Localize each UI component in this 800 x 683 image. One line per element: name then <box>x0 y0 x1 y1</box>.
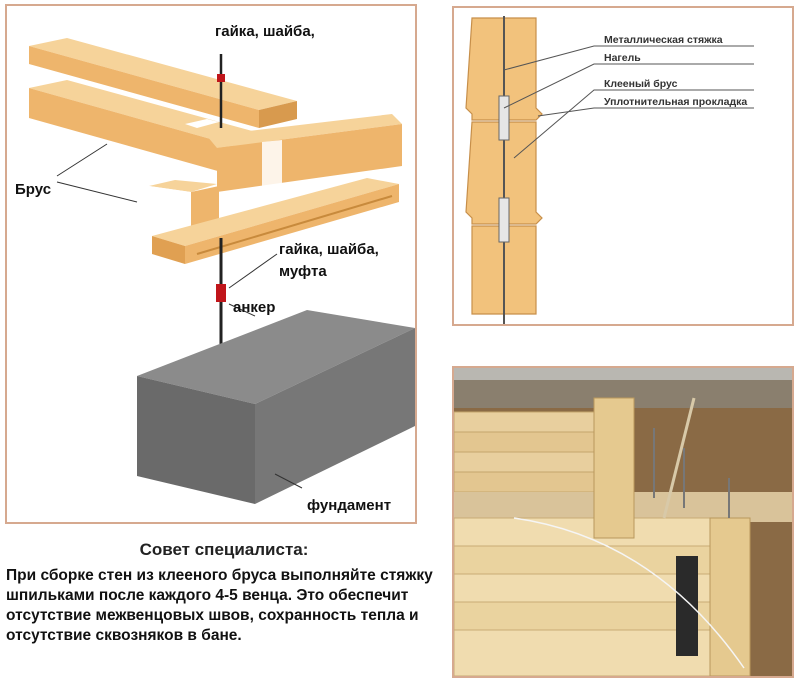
tip-text: При сборке стен из клееного бруса выполн… <box>6 567 433 644</box>
threaded-studs <box>653 397 730 519</box>
label-glued-beam: Клееный брус <box>604 78 678 90</box>
label-sealing-gasket: Уплотнительная прокладка <box>604 96 747 108</box>
section-diagram: Металлическая стяжка Нагель Клееный брус… <box>465 16 754 324</box>
section-diagram-panel: Металлическая стяжка Нагель Клееный брус… <box>452 6 794 326</box>
label-anchor: анкер <box>233 299 275 316</box>
assembly-diagram: гайка, шайба, Брус гайка, шайба, муфта а… <box>15 23 415 514</box>
construction-photo-illustration <box>454 368 792 676</box>
label-nut-washer-top: гайка, шайба, <box>215 23 315 40</box>
label-coupling: муфта <box>279 263 327 280</box>
assembly-diagram-panel: гайка, шайба, Брус гайка, шайба, муфта а… <box>5 4 417 524</box>
construction-photo <box>452 366 794 678</box>
label-metal-tie: Металлическая стяжка <box>604 34 723 46</box>
label-dowel: Нагель <box>604 52 641 64</box>
dowels <box>498 95 510 243</box>
label-beam: Брус <box>15 181 51 198</box>
top-beam <box>29 38 297 128</box>
log-wall-left <box>454 411 605 493</box>
tip-title: Совет специалиста: <box>139 540 309 559</box>
bottom-beam <box>152 178 399 264</box>
foundation-block <box>137 310 415 504</box>
label-foundation: фундамент <box>307 497 391 514</box>
label-nut-washer-bottom: гайка, шайба, <box>279 241 379 258</box>
cross-beam <box>207 114 402 194</box>
